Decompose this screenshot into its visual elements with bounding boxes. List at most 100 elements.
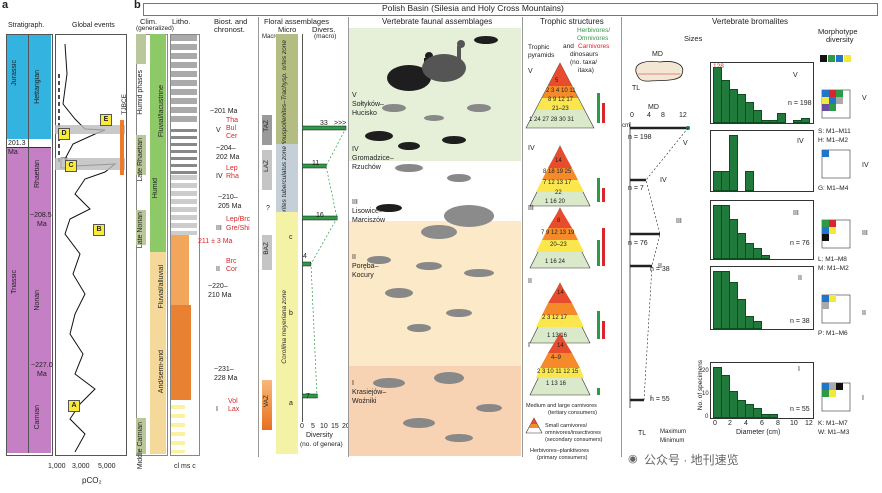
md-roman-i: I — [650, 395, 652, 402]
md-tick-4: 4 — [647, 112, 651, 119]
litho-ticks: cl ms c — [174, 463, 196, 470]
humid-phase-band-3 — [136, 210, 146, 245]
age-208: ~208.5 — [30, 212, 52, 219]
assemblage-v-roman: V — [352, 92, 357, 99]
assemblage-iv-roman: IV — [352, 146, 359, 153]
md-minimum: Minimum — [660, 438, 685, 444]
pyr-i-row4: 1 13 16 — [546, 381, 567, 387]
pyr-iv-row5: 1 16 20 — [545, 199, 566, 205]
size-histogram — [710, 266, 814, 330]
sizes-label: Sizes — [684, 34, 703, 43]
assemblage-ii-name2: Kocury — [352, 272, 374, 279]
hist-tick-2: 2 — [728, 420, 732, 427]
pyr-iii-row1: 8 — [557, 218, 561, 224]
tl-label: TL — [632, 85, 641, 92]
div-value-4: 4 — [303, 253, 307, 260]
assemblage-iii-roman: III — [352, 199, 358, 206]
histogram-bar — [753, 321, 762, 329]
trophic-pyramids-2: pyramids — [528, 52, 555, 59]
pyr-iv-row4: 22 — [555, 190, 562, 196]
humid-phase-band-4 — [136, 418, 146, 454]
chrono-211: 211 ± 3 Ma — [198, 238, 233, 245]
norian-label: Norian — [34, 290, 41, 311]
md-n-iv: n = 7 — [628, 185, 644, 192]
divers-label: Divers. — [312, 25, 336, 34]
morpho-roman-iii: III — [862, 230, 868, 237]
panel-b-title: Polish Basin (Silesia and Holy Cross Mou… — [382, 3, 564, 13]
histogram-bar — [761, 255, 770, 259]
pyr-iv-row1: 14 — [555, 158, 562, 164]
fauna-silhouettes — [365, 36, 502, 442]
tjbce-label: TJBCE — [121, 94, 128, 115]
age-227-ma: Ma — [37, 371, 47, 378]
morpho-w: W: M1–M3 — [818, 429, 850, 436]
md-n-v: n = 198 — [628, 134, 652, 141]
chrono-vol: Vol — [228, 398, 238, 405]
trophic-pyramids-svg — [525, 62, 605, 434]
event-badge-b: B — [93, 224, 105, 236]
hist-tick-4: 4 — [744, 420, 748, 427]
trophic-pyramids-1: Trophic — [528, 44, 550, 51]
legend-1: Medium and large carnivores — [526, 403, 597, 409]
hist-tick-12: 12 — [805, 420, 813, 427]
pco2-label: pCO₂ — [82, 476, 102, 485]
histogram-bar — [753, 110, 762, 123]
floral-divider-left — [258, 17, 259, 457]
assemblage-ii-roman: II — [352, 254, 356, 261]
histogram-bar — [753, 408, 762, 418]
no-genera-label: (no. of genera) — [300, 441, 343, 448]
humid-label: Humid — [152, 178, 159, 199]
chrono-lax: Lax — [228, 406, 240, 413]
morpho-m: M: M1–M2 — [818, 265, 849, 272]
taz-block — [262, 115, 272, 145]
age-227: ~227.0 — [31, 362, 53, 369]
legend-and: and — [563, 43, 574, 50]
assemblage-i-name2: Woźniki — [352, 398, 377, 405]
event-badge-d: D — [58, 128, 70, 140]
biost-roman-iii: III — [216, 225, 222, 232]
zone1-block — [276, 34, 298, 144]
hist-roman-i: I — [798, 366, 800, 373]
chrono-201: ~201 Ma — [210, 108, 238, 115]
hist-tick-8: 8 — [776, 420, 780, 427]
litho-red-beds-2 — [171, 305, 191, 400]
md-roman-ii: II — [658, 263, 662, 270]
diversity-label-morpho: diversity — [826, 35, 854, 44]
chrono-205: 205 Ma — [218, 203, 242, 210]
histogram-bar — [753, 248, 762, 259]
diversity-bar — [302, 163, 327, 169]
humid-phases-label: Humid phases — [137, 70, 144, 115]
md-n-ii: n = 38 — [650, 266, 670, 273]
laz-block — [262, 150, 272, 190]
morpho-p: P: M1–M6 — [818, 330, 848, 337]
div-tick-0: 0 — [300, 423, 304, 430]
boundary-line — [7, 147, 51, 148]
div-value-33: 33 — [320, 120, 328, 127]
hist-tick-10: 10 — [790, 420, 798, 427]
legend-2: Small carnivores/ — [545, 423, 588, 429]
hist-n-v: n = 198 — [788, 100, 812, 107]
biost-roman-ii: II — [216, 266, 220, 273]
div-value-7: 7 — [306, 393, 310, 400]
assemblage-iii-name: Lisowice– — [352, 208, 383, 215]
md-n-i: n = 55 — [650, 396, 670, 403]
legend-no-taxa: (no. taxa/ — [570, 59, 598, 66]
pyr-i-roman: I — [528, 342, 530, 349]
pyr-iv-row3: 7 12 13 17 — [543, 180, 572, 186]
chrono-lep-brc: Lep/Brc — [226, 216, 251, 223]
tjbce-bar — [120, 120, 124, 175]
triassic-label: Triassic — [11, 270, 18, 294]
age-208-ma: Ma — [37, 221, 47, 228]
pyr-iii-row4: 1 16 24 — [545, 259, 566, 265]
diversity-connector — [310, 127, 347, 397]
md-tick-8: 8 — [661, 112, 665, 119]
md-maximum: Maximum — [660, 429, 687, 435]
triassic-block — [7, 148, 51, 453]
chrono-210b: 210 Ma — [208, 292, 232, 299]
chrono-220: ~220– — [208, 283, 228, 290]
pco2-curve — [58, 43, 117, 453]
diversity-label: Diversity — [306, 432, 333, 439]
md-top-label: MD — [652, 51, 663, 58]
div-value-11: 11 — [312, 160, 320, 167]
assemblage-ii-name: Poręba– — [352, 263, 379, 270]
